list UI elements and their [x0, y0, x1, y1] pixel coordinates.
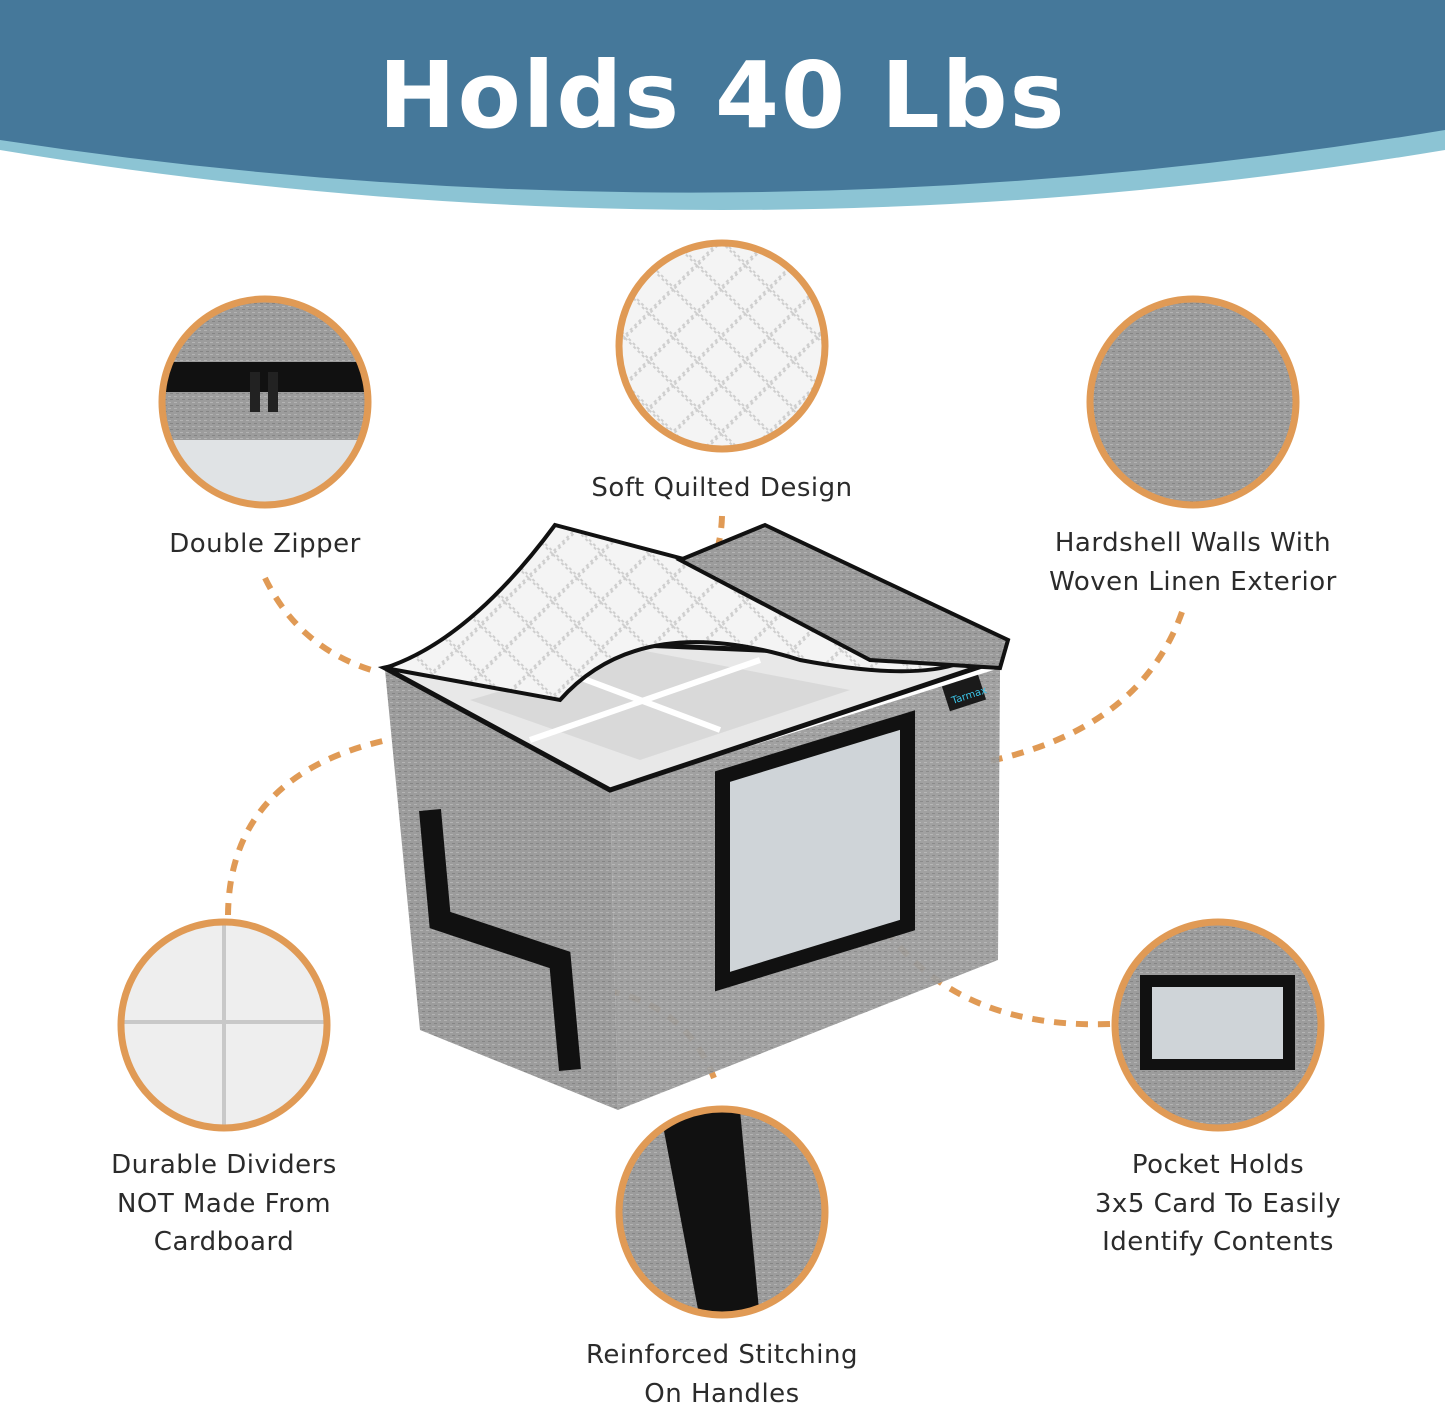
arrow-linen	[985, 612, 1182, 762]
label-durable-dividers: Durable Dividers NOT Made From Cardboard	[74, 1146, 374, 1262]
label-line: Double Zipper	[115, 525, 415, 564]
label-hardshell-walls: Hardshell Walls With Woven Linen Exterio…	[1003, 524, 1383, 601]
label-line: NOT Made From	[74, 1185, 374, 1224]
label-line: 3x5 Card To Easily	[1038, 1185, 1398, 1224]
label-line: Reinforced Stitching	[522, 1336, 922, 1375]
label-pocket: Pocket Holds 3x5 Card To Easily Identify…	[1038, 1146, 1398, 1262]
label-line: Durable Dividers	[74, 1146, 374, 1185]
label-line: Cardboard	[74, 1223, 374, 1262]
arrow-zipper	[265, 578, 378, 672]
label-line: On Handles	[522, 1375, 922, 1413]
label-double-zipper: Double Zipper	[115, 525, 415, 564]
label-reinforced-stitching: Reinforced Stitching On Handles	[522, 1336, 922, 1413]
label-line: Identify Contents	[1038, 1223, 1398, 1262]
label-soft-quilted: Soft Quilted Design	[522, 469, 922, 508]
label-line: Hardshell Walls With	[1003, 524, 1383, 563]
storage-box-illustration: Tarmax	[385, 525, 1008, 1110]
label-line: Soft Quilted Design	[522, 469, 922, 508]
page-title: Holds 40 Lbs	[0, 42, 1445, 149]
label-line: Pocket Holds	[1038, 1146, 1398, 1185]
label-line: Woven Linen Exterior	[1003, 563, 1383, 602]
